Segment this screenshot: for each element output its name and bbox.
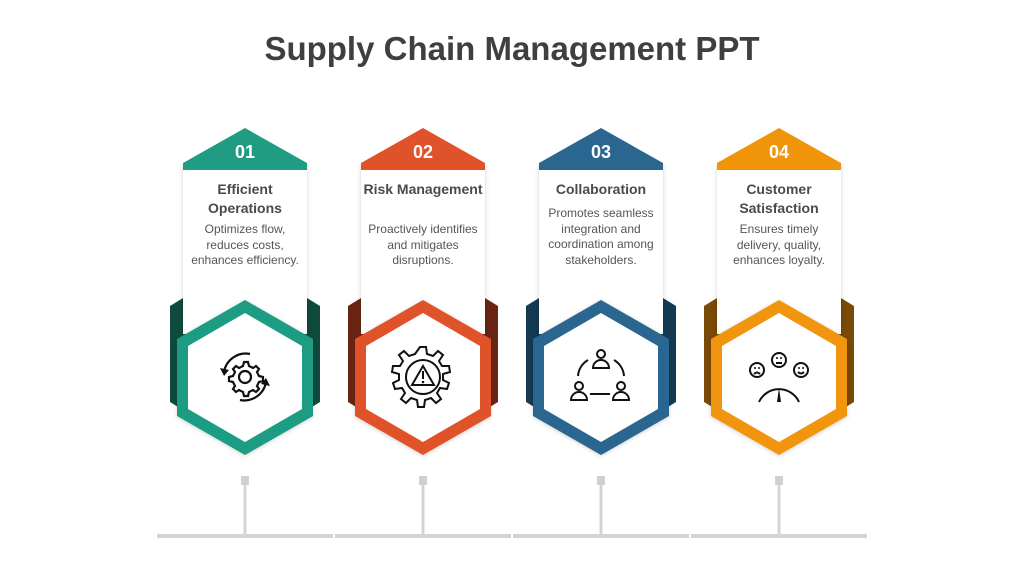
- gear-warning-icon: [390, 346, 452, 408]
- step-number: 01: [234, 142, 256, 162]
- step-description: Promotes seamless integration and coordi…: [548, 206, 654, 267]
- timeline-segment: [335, 534, 511, 538]
- people-network-icon: [569, 349, 631, 401]
- gear-cycle-icon: [220, 352, 270, 402]
- slide-title: Supply Chain Management PPT: [264, 30, 760, 67]
- step-card-1: 01 Efficient Operations Optimizes flow, …: [165, 120, 325, 540]
- step-heading: Customer Satisfaction: [739, 181, 819, 216]
- timeline-segment: [513, 534, 689, 538]
- step-card-2: 02 Risk Management Proactively identifie…: [343, 120, 503, 540]
- step-card-3: 03 Collaboration Promotes seamless integ…: [521, 120, 681, 540]
- step-description: Ensures timely delivery, quality, enhanc…: [733, 222, 825, 267]
- step-heading: Risk Management: [363, 181, 483, 197]
- step-number: 02: [412, 142, 434, 162]
- card-graphic: [526, 128, 676, 536]
- step-number: 04: [768, 142, 790, 162]
- step-description: Optimizes flow, reduces costs, enhances …: [191, 222, 299, 267]
- card-graphic: [170, 128, 320, 536]
- step-heading: Collaboration: [555, 181, 647, 197]
- satisfaction-meter-icon: [749, 352, 809, 403]
- step-heading: Efficient Operations: [208, 181, 282, 216]
- step-card-4: 04 Customer Satisfaction Ensures timely …: [699, 120, 859, 540]
- step-number: 03: [590, 142, 612, 162]
- timeline-segment: [157, 534, 333, 538]
- timeline-segment: [691, 534, 867, 538]
- step-description: Proactively identifies and mitigates dis…: [368, 222, 478, 267]
